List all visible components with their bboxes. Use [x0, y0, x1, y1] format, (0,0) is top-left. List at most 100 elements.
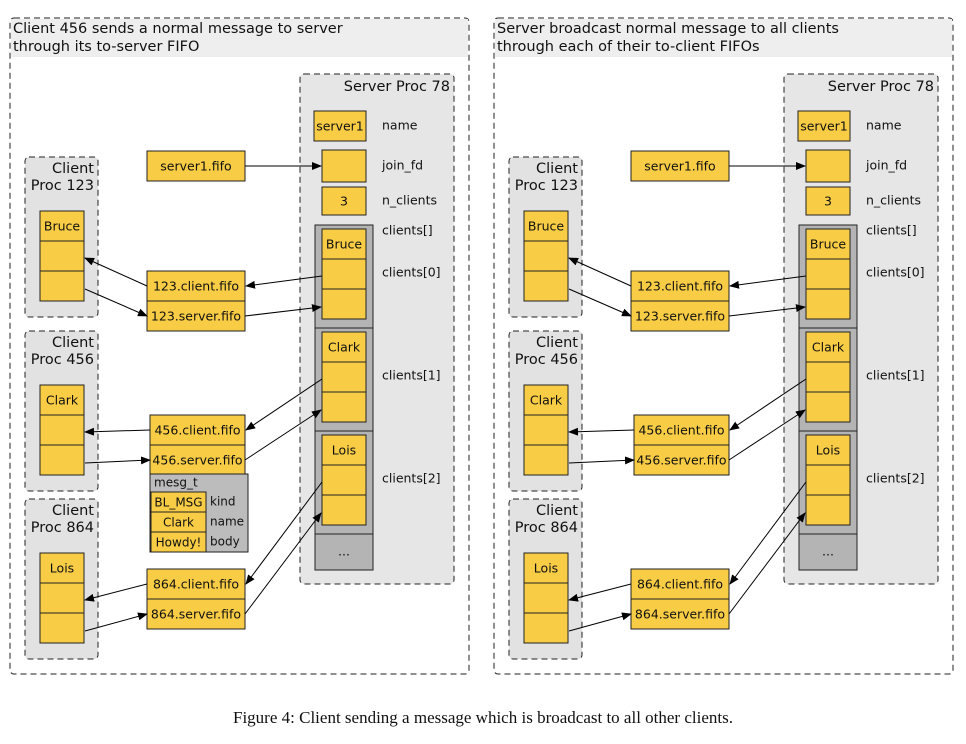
panel-1-client-0-read-arrow [84, 257, 148, 287]
panel-2-slot-2-name-text: Lois [816, 443, 840, 458]
panel-2-slot-2-cell [805, 494, 851, 526]
panel-1-client-1-server-fifo-text: 456.server.fifo [152, 453, 242, 468]
panel-1-client-1-label-line2: Proc 456 [31, 352, 94, 368]
panel-1-client-0-server-read-arrow [244, 304, 322, 317]
panel-2-client-1-server-fifo [633, 444, 730, 476]
panel-2-client-1-stack-name [523, 384, 569, 416]
panel-2-client-0-server-fifo-text: 123.server.fifo [635, 309, 725, 324]
panel-1-client-slot-more [314, 533, 374, 571]
panel-1-server-name-value-text: server1 [316, 119, 364, 134]
panel-1-slot-label-0: clients[0] [382, 265, 441, 280]
panel-2-title-band [495, 19, 952, 57]
panel-1-mesg-header: mesg_t [154, 476, 198, 490]
panel-2-client-0-stack-cell [523, 270, 569, 302]
panel-1-client-2-client-fifo-text: 864.client.fifo [153, 577, 239, 592]
panel-1-client-1-server-read-arrow [244, 409, 322, 461]
panel-2-clients-array-label: clients[] [866, 223, 917, 238]
panel-1-slot-label-2: clients[2] [382, 471, 441, 486]
panel-2-client-1-server-write-arrow [729, 378, 807, 431]
panel-1-client-0-stack-cell [39, 270, 85, 302]
panel-1-join-fd-label: join_fd [381, 158, 423, 173]
panel-1-client-2-server-fifo [146, 598, 246, 630]
panel-2-slot-2-name [805, 434, 851, 466]
panel-2-n-clients-label: n_clients [866, 193, 921, 208]
panel-2-client-2-stack-name-text: Lois [534, 561, 558, 576]
panel-2-client-2-write-arrow [568, 612, 632, 632]
panel-1-client-2-read-arrow [84, 583, 148, 602]
panel-2-slot-label-1: clients[1] [866, 368, 925, 383]
panel-1-client-1-stack-name-text: Clark [46, 393, 79, 408]
panel-1-client-0-stack-name-text: Bruce [44, 219, 81, 234]
panel-1-slot-1-cell [321, 361, 367, 393]
panel-1-server-name-value [313, 110, 367, 142]
panel-2-client-2-stack-name [523, 552, 569, 584]
panel-2-client-0-client-fifo [630, 270, 730, 302]
panel-1-title-band [11, 19, 468, 57]
panel-1-slot-2-cell [321, 464, 367, 496]
panel-1-join-fifo-text: server1.fifo [160, 159, 231, 174]
panel-1-client-2-server-fifo-text: 864.server.fifo [151, 607, 241, 622]
panel-1-mesg-body-label: body [210, 535, 240, 549]
panel-1-slot-more-text: ... [338, 544, 350, 559]
panel-2-server-name-value-text: server1 [800, 119, 848, 134]
panel-2-n-clients-value [805, 186, 851, 216]
panel-2-client-1-write-arrow [568, 456, 635, 465]
panel-2-client-0-stack-name-text: Bruce [528, 219, 565, 234]
panel-1-client-1-server-write-arrow [245, 378, 323, 431]
panel-1-slot-0-name [321, 228, 367, 260]
panel-2-title-line2: through each of their to-client FIFOs [497, 39, 760, 55]
panel-1-client-1-label-line1: Client [52, 335, 94, 351]
panel-1-mesg-kind-value-text: BL_MSG [154, 496, 202, 510]
panel-1-client-1-stack-cell [39, 414, 85, 446]
panel-1-client-0-stack-cell [39, 240, 85, 272]
panel-2-n-clients-value-text: 3 [824, 194, 832, 209]
panel-1-client-2-client-fifo [146, 568, 246, 600]
panel-2-client-0-server-read-arrow [728, 304, 806, 317]
panel-1-slot-2-name [321, 434, 367, 466]
panel-2-client-2-read-arrow [568, 583, 632, 602]
panel-2-server-name-label: name [866, 118, 902, 133]
panel-1-client-0-server-write-arrow [245, 275, 323, 289]
panel-2-client-1-server-read-arrow [728, 409, 806, 461]
figure-caption: Figure 4: Client sending a message which… [233, 708, 733, 727]
panel-2-server-title: Server Proc 78 [828, 79, 934, 95]
panel-2-client-0-client-fifo-text: 123.client.fifo [637, 279, 723, 294]
panel-1-client-2-stack-cell [39, 612, 85, 644]
panel-1-join-fd-cell [321, 149, 367, 183]
panel-2-client-0-label-line2: Proc 123 [515, 178, 578, 194]
panel-2-client-2-client-fifo-text: 864.client.fifo [637, 577, 723, 592]
panel-2-join-fifo-text: server1.fifo [644, 159, 715, 174]
panel-1-slot-label-1: clients[1] [382, 368, 441, 383]
panel-1-title-line1: Client 456 sends a normal message to ser… [13, 21, 343, 37]
panel-2-client-2-server-fifo [630, 598, 730, 630]
panel-2-client-1-stack-cell [523, 444, 569, 476]
panel-1-client-0-label-line1: Client [52, 161, 94, 177]
panel-1-clients-array-label: clients[] [382, 223, 433, 238]
panel-2-slot-1-cell [805, 391, 851, 423]
panel-1-client-1-client-fifo-text: 456.client.fifo [154, 423, 240, 438]
panel-1-client-1-client-fifo [149, 414, 246, 446]
panel-2-client-1-client-fifo-text: 456.client.fifo [638, 423, 724, 438]
panel-1-slot-1-cell [321, 391, 367, 423]
panel-2-slot-label-0: clients[0] [866, 265, 925, 280]
panel-2-client-0-stack-cell [523, 240, 569, 272]
panel-2-slot-1-cell [805, 361, 851, 393]
panel-1-slot-2-cell [321, 494, 367, 526]
panel-2-server-name-value [797, 110, 851, 142]
panel-1-slot-0-cell [321, 288, 367, 320]
panel-1-client-0-server-fifo [146, 300, 246, 332]
panel-1-title-line2: through its to-server FIFO [13, 39, 199, 55]
panel-2-slot-1-name [805, 331, 851, 363]
panel-2-client-0-label-line1: Client [536, 161, 578, 177]
panel-2-client-1-server-fifo-text: 456.server.fifo [636, 453, 726, 468]
panel-2-client-2-server-write-arrow [729, 481, 807, 585]
panel-2-client-0-write-arrow [568, 288, 632, 317]
panel-1-client-1-read-arrow [84, 427, 151, 436]
panel-1-client-2-label-line2: Proc 864 [31, 520, 94, 536]
panel-1-mesg-body-value-text: Howdy! [156, 536, 202, 550]
panel-1-mesg-body-value [150, 531, 207, 553]
panel-1-client-1-write-arrow [84, 456, 151, 465]
panel-2-client-slot-more [798, 533, 858, 571]
panel-2-slot-0-cell [805, 258, 851, 290]
